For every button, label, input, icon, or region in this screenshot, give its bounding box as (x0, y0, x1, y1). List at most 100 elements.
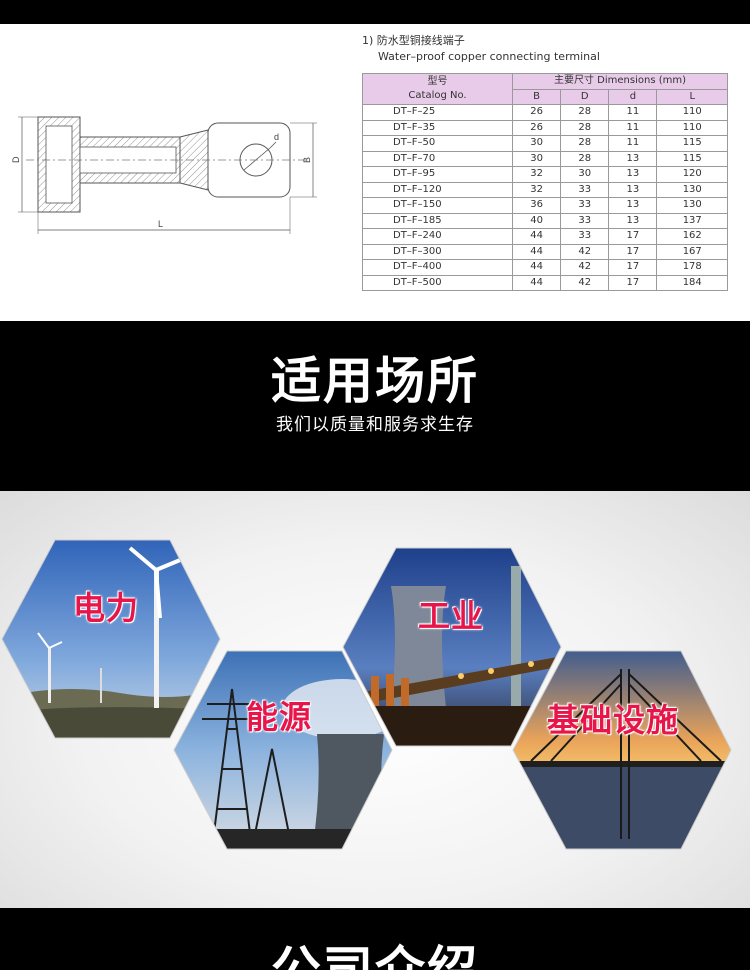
col-header-small-d: d (608, 88, 658, 105)
catalog-header-cn: 型号 (427, 76, 448, 87)
b-cell: 30 (511, 150, 562, 167)
dim-d-label: D (11, 156, 21, 163)
d-cell: 30 (560, 166, 610, 183)
usage-subtitle: 我们以质量和服务求生存 (276, 415, 474, 435)
infrastructure-hexagon (512, 650, 732, 850)
small-d-cell: 17 (608, 243, 658, 260)
catalog-cell: DT–F–240 (362, 228, 513, 245)
catalog-header-en: Catalog No. (408, 90, 467, 101)
l-cell: 120 (656, 166, 728, 183)
b-cell: 44 (511, 243, 562, 260)
small-d-cell: 17 (608, 274, 658, 291)
l-cell: 137 (656, 212, 728, 229)
company-header-band (0, 908, 750, 970)
col-header-d: D (560, 88, 610, 105)
catalog-cell: DT–F–120 (362, 181, 513, 198)
b-cell: 26 (511, 104, 562, 121)
col-header-b: B (511, 88, 562, 105)
catalog-cell: DT–F–70 (362, 150, 513, 167)
small-d-cell: 13 (608, 197, 658, 214)
infrastructure-label: 基础设施 (547, 701, 680, 739)
l-cell: 162 (656, 228, 728, 245)
b-cell: 44 (511, 259, 562, 276)
d-cell: 33 (560, 212, 610, 229)
dim-l-label: L (158, 219, 163, 229)
b-cell: 26 (511, 119, 562, 136)
catalog-cell: DT–F–150 (362, 197, 513, 214)
b-cell: 40 (511, 212, 562, 229)
energy-label: 能源 (246, 698, 313, 736)
l-cell: 178 (656, 259, 728, 276)
dimensions-header: 主要尺寸 Dimensions (mm) (512, 73, 728, 90)
d-cell: 42 (560, 259, 610, 276)
d-cell: 42 (560, 274, 610, 291)
catalog-cell: DT–F–500 (362, 274, 513, 291)
industry-label: 工业 (418, 597, 485, 635)
terminal-drawing: D B L d (11, 116, 317, 234)
spec-title: 1) 防水型铜接线端子 Water–proof copper connectin… (362, 33, 600, 65)
spec-title-en: Water–proof copper connecting terminal (378, 50, 600, 63)
company-title: 公司介绍 (271, 941, 479, 970)
dim-b-label: B (302, 157, 312, 163)
d-cell: 28 (560, 150, 610, 167)
b-cell: 44 (511, 274, 562, 291)
small-d-cell: 13 (608, 212, 658, 229)
usage-title: 适用场所 (271, 352, 479, 410)
top-black-bar (0, 0, 750, 24)
l-cell: 115 (656, 135, 728, 152)
small-d-cell: 11 (608, 119, 658, 136)
d-cell: 42 (560, 243, 610, 260)
b-cell: 32 (511, 181, 562, 198)
d-cell: 28 (560, 104, 610, 121)
usage-header-band (0, 321, 750, 491)
small-d-cell: 13 (608, 150, 658, 167)
small-d-cell: 17 (608, 228, 658, 245)
l-cell: 130 (656, 181, 728, 198)
l-cell: 115 (656, 150, 728, 167)
dimensions-table: 型号 Catalog No. 主要尺寸 Dimensions (mm) B D … (362, 73, 728, 291)
small-d-cell: 17 (608, 259, 658, 276)
catalog-cell: DT–F–35 (362, 119, 513, 136)
small-d-cell: 13 (608, 181, 658, 198)
b-cell: 44 (511, 228, 562, 245)
industry-hexagon (342, 547, 562, 747)
b-cell: 32 (511, 166, 562, 183)
energy-hexagon (173, 650, 393, 850)
small-d-cell: 11 (608, 104, 658, 121)
dim-small-d-label: d (274, 132, 279, 142)
l-cell: 110 (656, 104, 728, 121)
d-cell: 28 (560, 119, 610, 136)
small-d-cell: 11 (608, 135, 658, 152)
catalog-cell: DT–F–185 (362, 212, 513, 229)
catalog-cell: DT–F–400 (362, 259, 513, 276)
d-cell: 33 (560, 181, 610, 198)
catalog-cell: DT–F–50 (362, 135, 513, 152)
catalog-header: 型号 Catalog No. (362, 73, 513, 105)
d-cell: 28 (560, 135, 610, 152)
l-cell: 130 (656, 197, 728, 214)
l-cell: 110 (656, 119, 728, 136)
small-d-cell: 13 (608, 166, 658, 183)
catalog-cell: DT–F–300 (362, 243, 513, 260)
power-label: 电力 (73, 589, 140, 627)
catalog-cell: DT–F–95 (362, 166, 513, 183)
power-hexagon (1, 539, 221, 739)
l-cell: 184 (656, 274, 728, 291)
b-cell: 30 (511, 135, 562, 152)
spec-title-cn: 1) 防水型铜接线端子 (362, 34, 465, 47)
d-cell: 33 (560, 228, 610, 245)
b-cell: 36 (511, 197, 562, 214)
